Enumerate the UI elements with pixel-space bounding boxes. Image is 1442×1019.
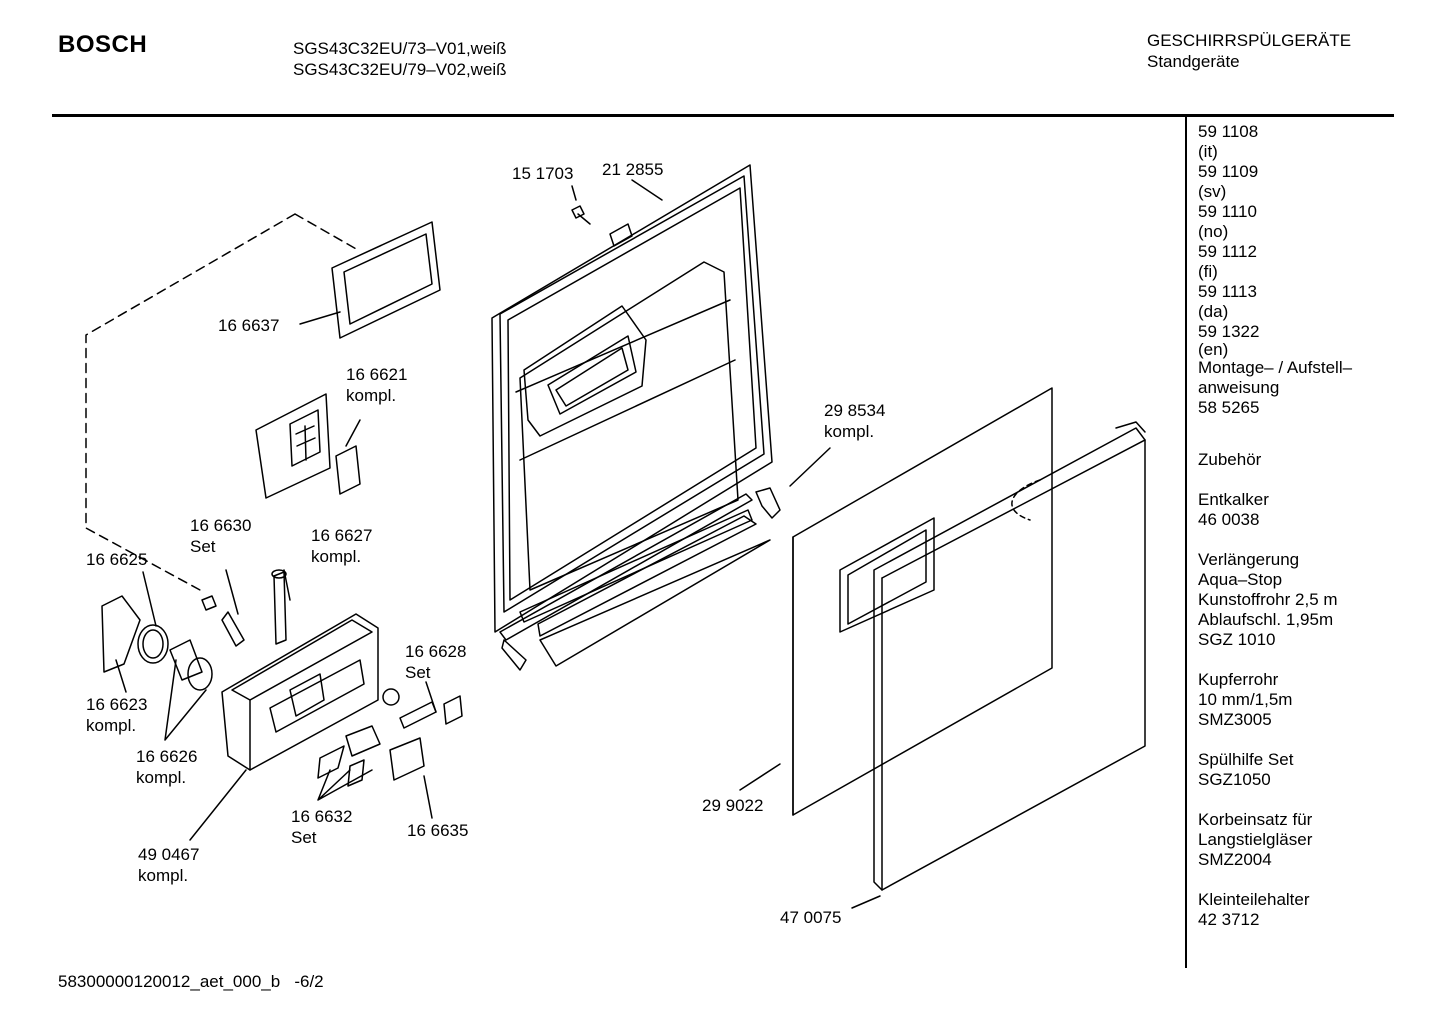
sidebar-line: Ablaufschl. 1,95m — [1198, 610, 1334, 629]
sidebar-line: (sv) — [1198, 182, 1227, 201]
callout-151703: 15 1703 — [512, 164, 573, 183]
sidebar-line: 59 1112 — [1198, 242, 1257, 261]
sidebar-line: 59 1109 — [1198, 162, 1259, 181]
header-divider — [52, 114, 1394, 117]
product-category: GESCHIRRSPÜLGERÄTE Standgeräte — [1147, 30, 1351, 72]
callout-166627: 16 6627 — [311, 526, 372, 545]
sidebar-line: 10 mm/1,5m — [1198, 690, 1293, 709]
dispenser-unit-part — [221, 613, 379, 771]
callout-212855: 21 2855 — [602, 160, 663, 179]
callout-166621-note: kompl. — [346, 386, 396, 405]
door-strips — [499, 493, 771, 671]
callout-166627-note: kompl. — [311, 547, 361, 566]
sidebar-line: Korbeinsatz für — [1198, 810, 1313, 829]
callout-leaders — [115, 179, 881, 909]
callout-166623: 16 6623 — [86, 695, 147, 714]
callout-166623-note: kompl. — [86, 716, 136, 735]
sidebar-line: (no) — [1198, 222, 1229, 241]
callout-166628-note: Set — [405, 663, 431, 682]
model-line: SGS43C32EU/73–V01,weiß — [293, 39, 507, 58]
dispenser-small-parts — [101, 569, 463, 787]
inner-door-panel — [491, 164, 773, 633]
callout-166628: 16 6628 — [405, 642, 466, 661]
callout-166632: 16 6632 — [291, 807, 352, 826]
sidebar-line: Kupferrohr — [1198, 670, 1279, 689]
sidebar-line: 59 1108 — [1198, 122, 1259, 141]
sidebar-line: Montage– / Aufstell– — [1198, 358, 1353, 377]
sidebar-line: Verlängerung — [1198, 550, 1300, 569]
sidebar-group-accessories: Zubehör — [1198, 450, 1438, 470]
callout-166637: 16 6637 — [218, 316, 279, 335]
callout-298534-note: kompl. — [824, 422, 874, 441]
sidebar-group-descaler: Entkalker 46 0038 — [1198, 490, 1438, 530]
callout-166635: 16 6635 — [407, 821, 468, 840]
callout-166630: 16 6630 — [190, 516, 251, 535]
callout-166626: 16 6626 — [136, 747, 197, 766]
front-door-panel — [873, 421, 1146, 891]
model-line: SGS43C32EU/79–V02,weiß — [293, 60, 507, 79]
screw-part — [571, 205, 591, 225]
sidebar-divider — [1185, 117, 1187, 968]
sidebar-line: 42 3712 — [1198, 910, 1260, 929]
sidebar-line: Entkalker — [1198, 490, 1269, 509]
model-list: SGS43C32EU/73–V01,weiß SGS43C32EU/79–V02… — [293, 38, 507, 80]
outer-decor-panel — [792, 387, 1053, 816]
sidebar-line: 59 1113 — [1198, 282, 1257, 301]
dispenser-window — [523, 305, 647, 437]
sidebar-line: (fi) — [1198, 262, 1218, 281]
sidebar-line: SMZ2004 — [1198, 850, 1272, 869]
sidebar-line: (it) — [1198, 142, 1218, 161]
callout-470075: 47 0075 — [780, 908, 841, 927]
document-reference: 58300000120012_aet_000_b -6/2 — [58, 972, 324, 991]
callout-299022: 29 9022 — [702, 796, 763, 815]
callout-166630-note: Set — [190, 537, 216, 556]
sidebar-group-copper-pipe: Kupferrohr 10 mm/1,5m SMZ3005 — [1198, 670, 1438, 730]
sidebar-line: SGZ1050 — [1198, 770, 1271, 789]
filter-cover-part — [255, 393, 361, 499]
category-line: GESCHIRRSPÜLGERÄTE — [1147, 31, 1352, 50]
sidebar-line: Kunstoffrohr 2,5 m — [1198, 590, 1338, 609]
callout-166632-note: Set — [291, 828, 317, 847]
exploded-parts-diagram: 15 1703 21 2855 16 6637 16 6621 kompl. 2… — [85, 160, 1146, 927]
sidebar-line: Langstielgläser — [1198, 830, 1313, 849]
sidebar-group-extension: Verlängerung Aqua–Stop Kunstoffrohr 2,5 … — [1198, 550, 1438, 650]
sidebar-line: 46 0038 — [1198, 510, 1260, 529]
callout-166626-note: kompl. — [136, 768, 186, 787]
sidebar-group-basket-insert: Korbeinsatz für Langstielgläser SMZ2004 — [1198, 810, 1438, 870]
sidebar-line: Kleinteilehalter — [1198, 890, 1310, 909]
sidebar-line: (en) — [1198, 340, 1229, 359]
sidebar-line: Zubehör — [1198, 450, 1262, 469]
callout-298534: 29 8534 — [824, 401, 885, 420]
sidebar-line: Aqua–Stop — [1198, 570, 1283, 589]
sidebar-group-small-parts-holder: Kleinteilehalter 42 3712 — [1198, 890, 1438, 930]
category-line: Standgeräte — [1147, 52, 1240, 71]
sidebar-line: SGZ 1010 — [1198, 630, 1276, 649]
callout-490467: 49 0467 — [138, 845, 199, 864]
sidebar-group-manuals: 59 1108 (it) 59 1109 (sv) 59 1110 (no) 5… — [1198, 122, 1438, 418]
sidebar-line: (da) — [1198, 302, 1229, 321]
hinge-clip-part — [755, 487, 781, 519]
callout-166621: 16 6621 — [346, 365, 407, 384]
sidebar-line: SMZ3005 — [1198, 710, 1272, 729]
sidebar-line: 59 1110 — [1198, 202, 1257, 221]
callout-166625: 16 6625 — [86, 550, 147, 569]
sidebar-line: 59 1322 — [1198, 322, 1260, 341]
brand-logo: BOSCH — [58, 31, 148, 58]
seal-frame-part — [331, 221, 441, 339]
sidebar-line: Spülhilfe Set — [1198, 750, 1294, 769]
sidebar-line: 58 5265 — [1198, 398, 1260, 417]
callout-490467-note: kompl. — [138, 866, 188, 885]
assembly-dashed-line — [85, 213, 359, 591]
parts-sidebar: 59 1108 (it) 59 1109 (sv) 59 1110 (no) 5… — [1198, 122, 1438, 930]
sidebar-line: anweisung — [1198, 378, 1280, 397]
sidebar-group-rinse-aid: Spülhilfe Set SGZ1050 — [1198, 750, 1438, 790]
